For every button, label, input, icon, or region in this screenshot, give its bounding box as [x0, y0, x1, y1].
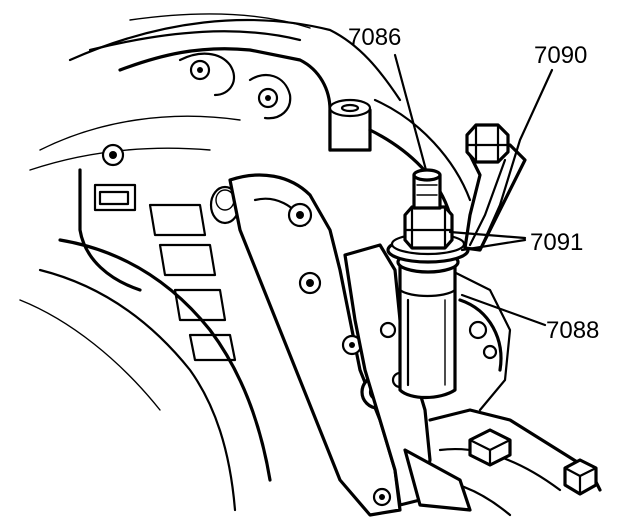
- callout-7090: 7090: [534, 42, 587, 69]
- leader-7091-lower: [460, 238, 527, 252]
- tool-7088-body: [396, 250, 460, 400]
- leader-lines: [393, 53, 554, 327]
- tool-7090-bracket: [463, 123, 527, 252]
- callout-7088: 7088: [546, 317, 599, 344]
- leader-7088: [460, 293, 547, 327]
- callout-7086: 7086: [348, 24, 401, 51]
- tool-7086-rod: [412, 168, 442, 210]
- leader-7091-upper: [448, 230, 527, 240]
- leader-7086: [393, 53, 428, 172]
- callout-7091: 7091: [530, 229, 583, 256]
- leader-7090: [478, 68, 554, 252]
- tool-7091-nut-washer: [386, 205, 470, 264]
- transmission-case: [19, 13, 602, 517]
